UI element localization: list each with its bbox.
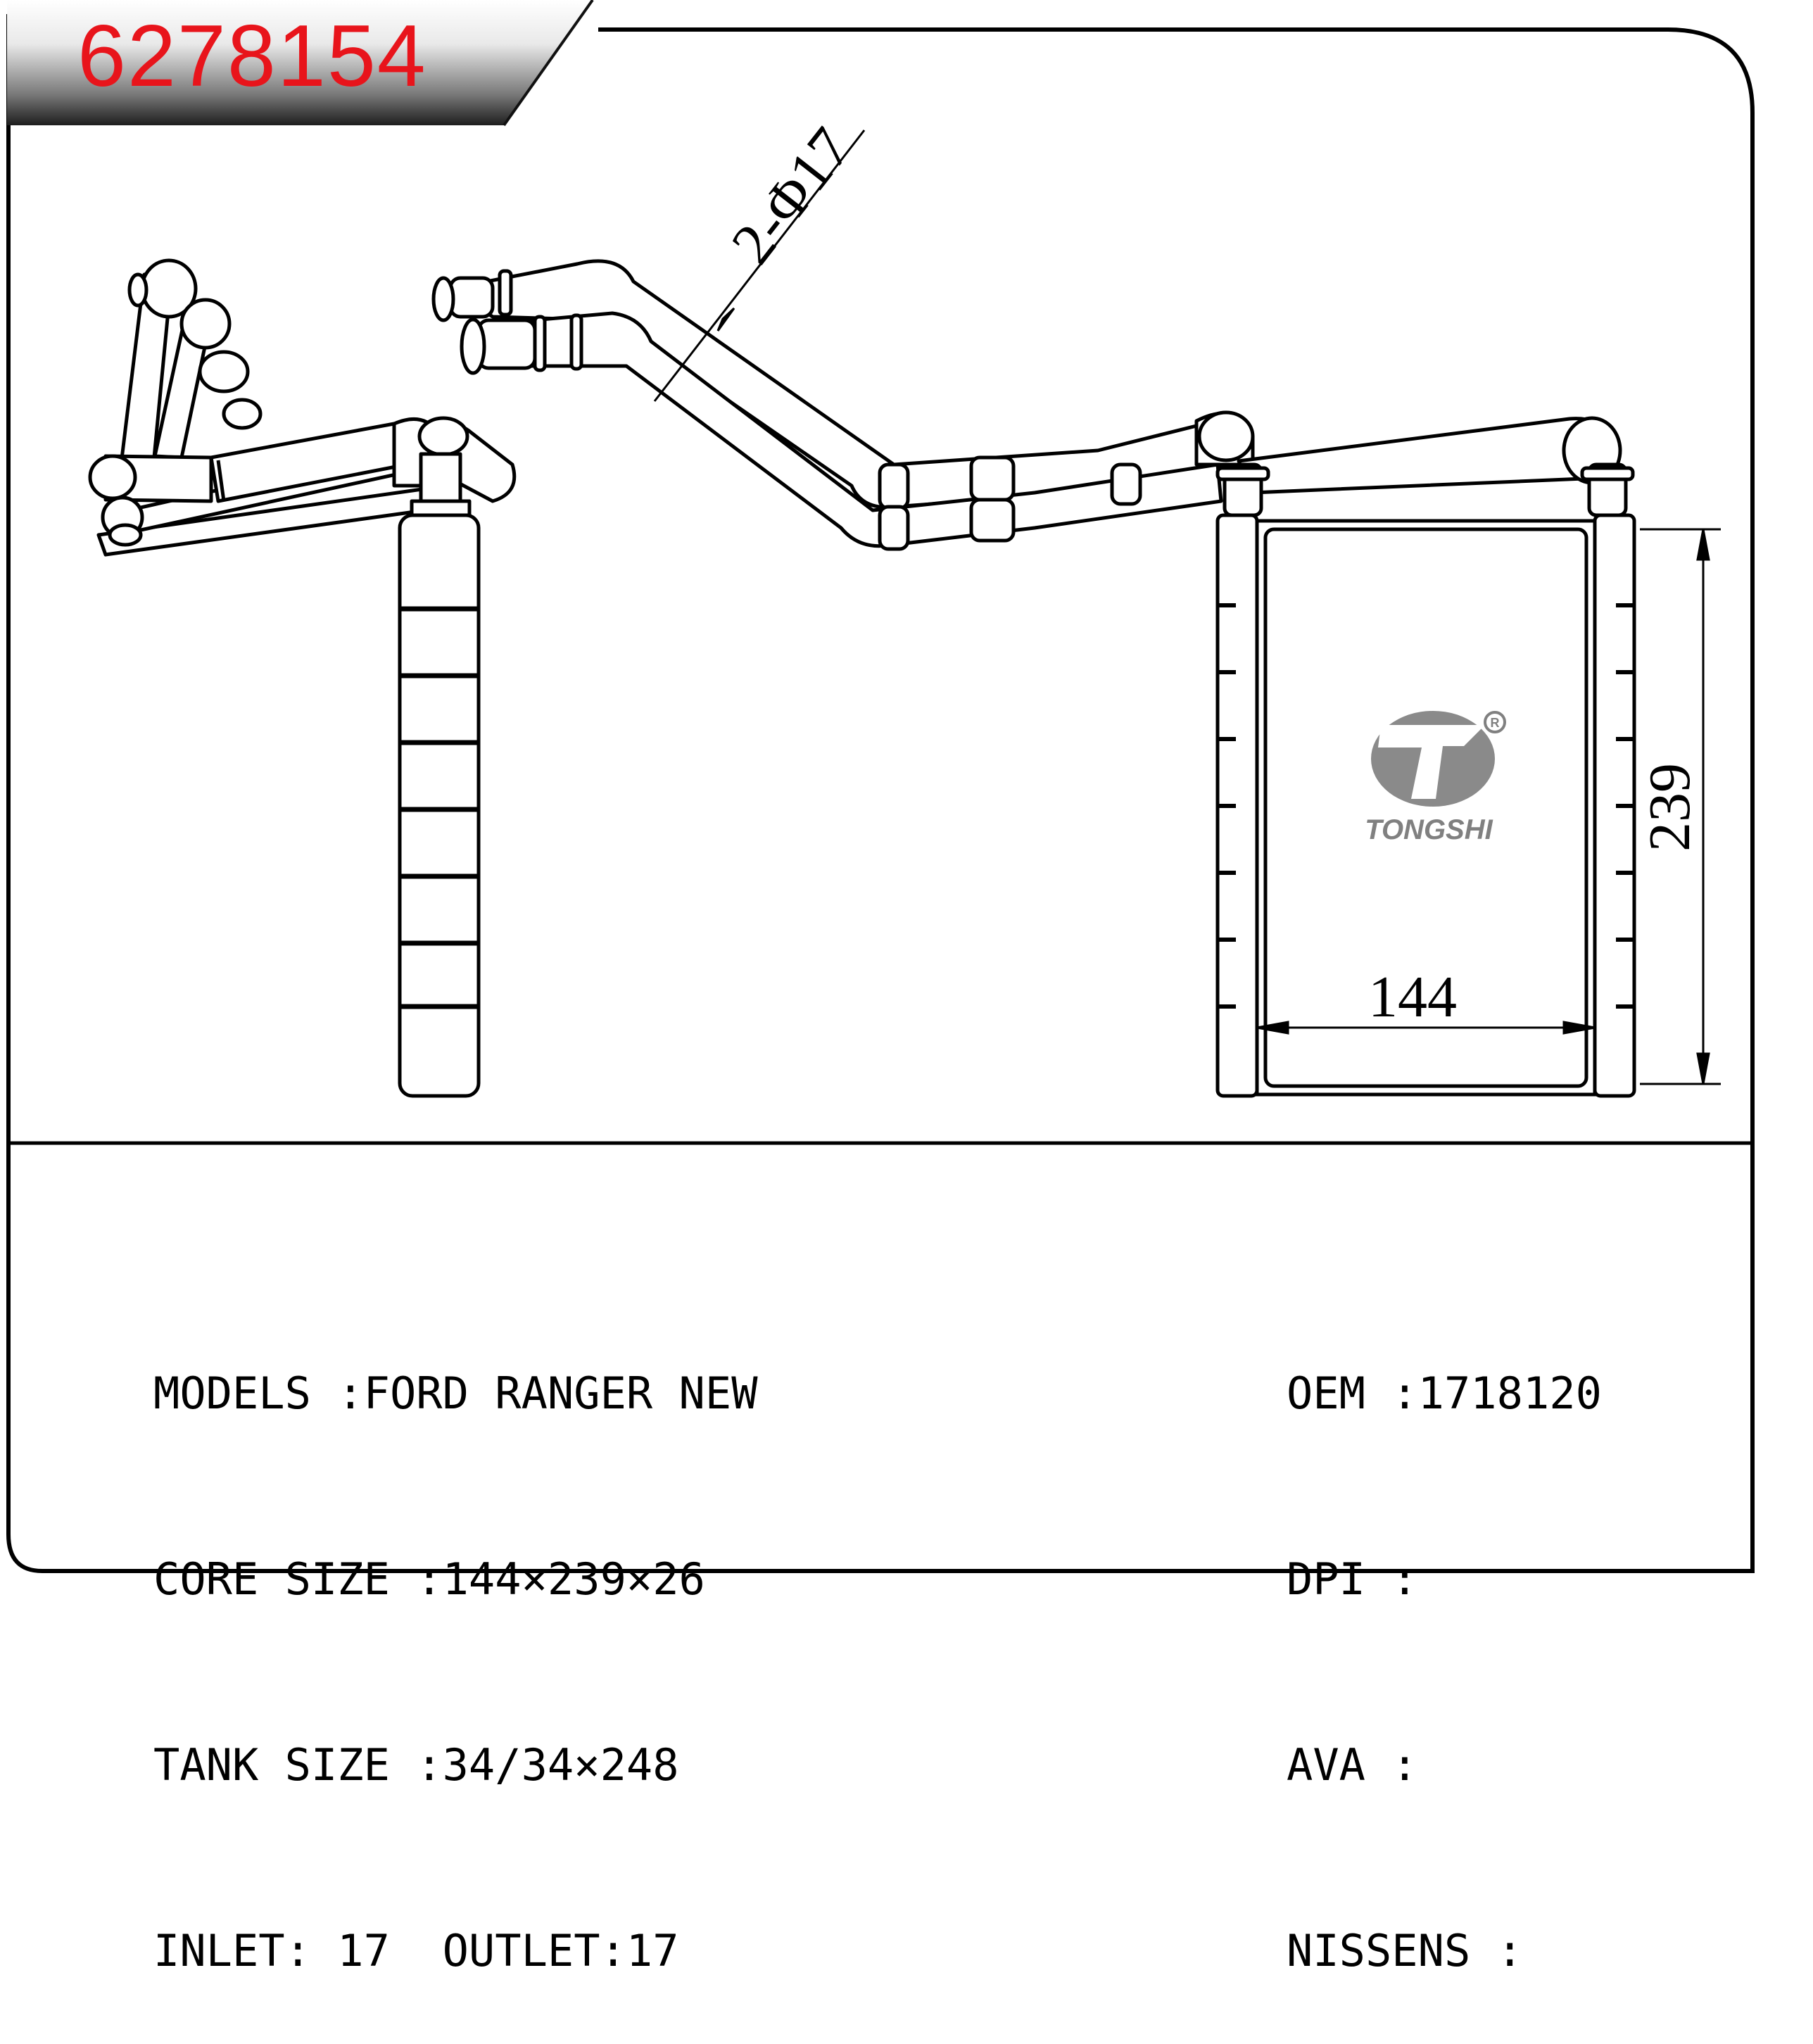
height-dimension-line — [1640, 528, 1721, 1085]
spec-models: MODELS :FORD RANGER NEW — [153, 1368, 758, 1419]
core-tank-notches — [1218, 603, 1634, 1009]
svg-text:R: R — [1491, 716, 1500, 730]
front-view-pipes — [431, 259, 1622, 551]
front-view-core — [1215, 462, 1636, 1098]
spec-inlet-outlet: INLET: 17 OUTLET:17 — [153, 1925, 679, 1976]
svg-text:TONGSHI: TONGSHI — [1365, 814, 1493, 845]
spec-list-left: MODELS :FORD RANGER NEW CORE SIZE :144×2… — [153, 1239, 758, 2044]
inlet-dimension-leader — [653, 130, 866, 402]
spec-dpi: DPI : — [1287, 1553, 1418, 1605]
outer-border — [6, 14, 1755, 1573]
width-dimension-label: 144 — [1368, 964, 1457, 1030]
part-number-banner — [7, 0, 593, 125]
spec-ava: AVA : — [1287, 1739, 1418, 1791]
inlet-dimension-label: 2-Φ17 — [719, 116, 864, 276]
spec-tank-size: TANK SIZE :34/34×248 — [153, 1739, 679, 1791]
height-dimension-label: 239 — [1637, 763, 1703, 852]
drawing-frame: 2-Φ17 R TONGSHI 239 — [6, 0, 1755, 1573]
spec-oem: OEM :1718120 — [1287, 1368, 1602, 1419]
side-view-drawing — [88, 258, 517, 1098]
spec-core-size: CORE SIZE :144×239×26 — [153, 1553, 705, 1605]
spec-nissens: NISSENS : — [1287, 1925, 1523, 1976]
width-dimension-line — [1256, 1021, 1596, 1035]
spec-list-right: OEM :1718120 DPI : AVA : NISSENS : — [1287, 1239, 1602, 2044]
part-number: 6278154 — [77, 8, 427, 105]
side-view-tank-bands — [400, 606, 479, 1009]
tongshi-logo: R TONGSHI — [1365, 711, 1506, 845]
